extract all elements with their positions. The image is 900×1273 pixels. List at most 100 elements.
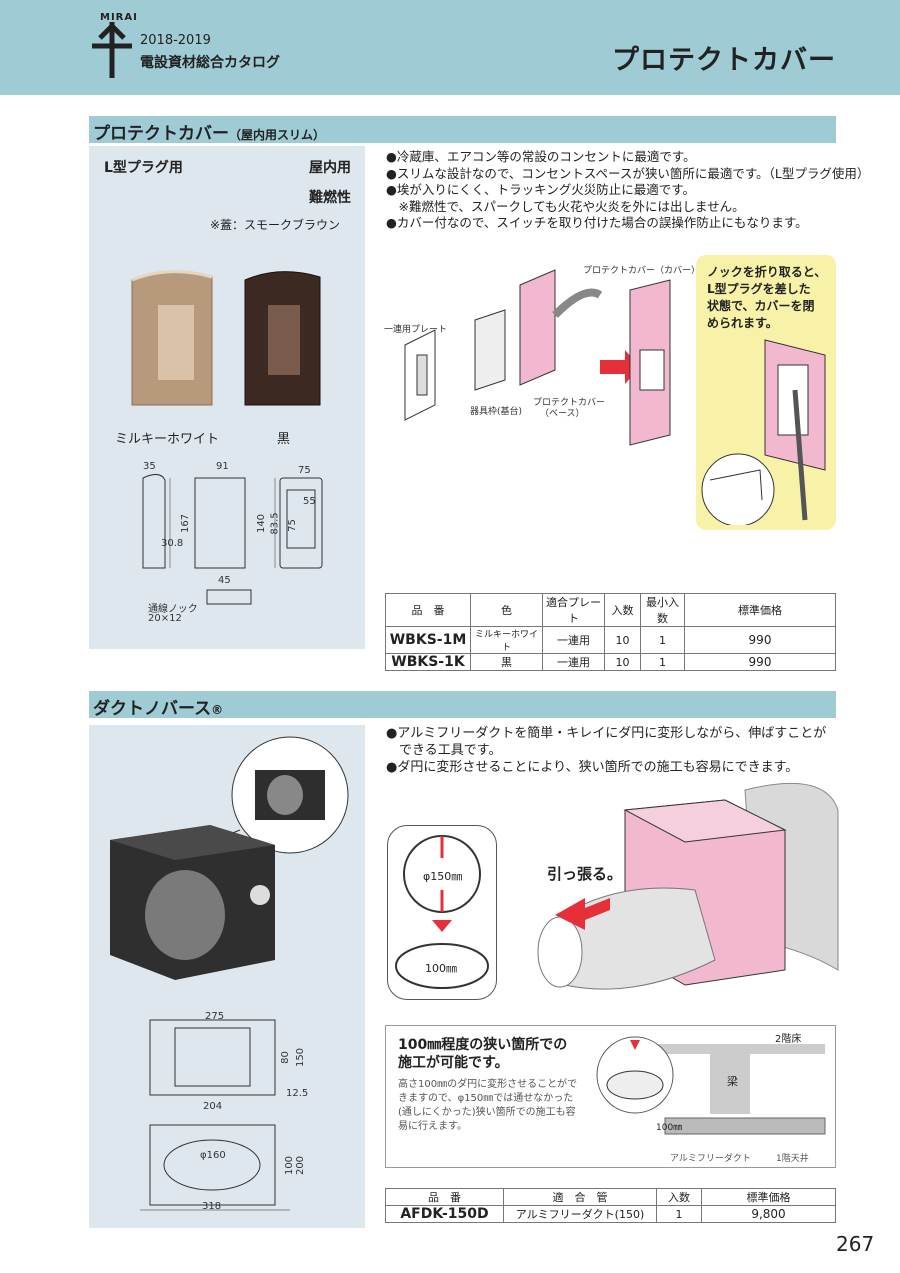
black-cover-image [244, 271, 321, 406]
section1-bullets: ●冷蔵庫、エアコン等の常設のコンセントに最適です。 ●スリムな設計なので、コンセ… [386, 149, 869, 232]
bullet: ※難燃性で、スパークしても火花や火炎を外には出しません。 [386, 198, 745, 214]
page-title: プロテクトカバー [612, 45, 836, 76]
th-qty: 入数 [656, 1188, 702, 1206]
narrow-text-line: (通しにくかった)狭い箇所での施工も容 [398, 1107, 576, 1118]
dim-91: 91 [216, 461, 229, 472]
label-ceiling1: 1階天井 [776, 1154, 809, 1164]
cell-price: 9,800 [701, 1205, 836, 1223]
cell-code: AFDK-150D [385, 1205, 504, 1223]
assembly-diagram [404, 269, 671, 446]
th-min-qty: 最小入数 [640, 593, 685, 627]
bullet: ●スリムな設計なので、コンセントスペースが狭い箇所に最適です。（L型プラグ使用） [386, 165, 870, 181]
dim-200: 200 [295, 1155, 307, 1176]
cell-price: 990 [684, 626, 836, 654]
knock-label: 通線ノック [148, 604, 198, 615]
note-line: L型プラグを差した [707, 282, 811, 296]
narrow-space-diagram [596, 1036, 826, 1135]
cell-pipe: アルミフリーダクト(150) [503, 1205, 657, 1223]
narrow-title-line: 施工が可能です。 [398, 1055, 509, 1071]
duct-nobus-product-image [110, 736, 349, 980]
product-photos [131, 270, 321, 406]
lid-note: ※蓋：スモークブラウン [210, 218, 341, 232]
dim-167: 167 [180, 513, 192, 534]
dim-12-5: 12.5 [286, 1088, 309, 1099]
section2-dimension-drawings [140, 1019, 290, 1211]
cell-qty: 10 [604, 653, 641, 671]
narrow-space-title: 100㎜程度の狭い箇所での 施工が可能です。 [398, 1036, 567, 1072]
th-price: 標準価格 [701, 1188, 836, 1206]
cell-qty: 10 [604, 626, 641, 654]
usage: 屋内用 [309, 160, 351, 176]
duct-pull-illustration [537, 782, 839, 990]
catalog-year: 2018-2019 [140, 33, 211, 48]
cell-code: WBKS-1K [385, 653, 471, 671]
narrow-space-text: 高さ100㎜のダ円に変形させることがで きますので、φ150㎜では通せなかった … [398, 1078, 577, 1134]
dim-140: 140 [256, 513, 268, 534]
table-row: WBKS-1M ミルキーホワイト 一連用 10 1 990 [385, 626, 836, 654]
th-plate: 適合プレート [542, 593, 605, 627]
mirai-logo-icon [92, 22, 132, 78]
dim-75: 75 [298, 465, 311, 476]
label-floor2: 2階床 [775, 1034, 802, 1045]
section1-spec-table: 品 番 色 適合プレート 入数 最小入数 標準価格 WBKS-1M ミルキーホワ… [385, 593, 836, 671]
cell-price: 990 [684, 653, 836, 671]
section1-title-bar: プロテクトカバー（屋内用スリム） [89, 116, 836, 144]
th-price: 標準価格 [684, 593, 836, 627]
bullet: ●冷蔵庫、エアコン等の常設のコンセントに最適です。 [386, 149, 696, 164]
color2-label: 黒 [277, 432, 291, 447]
knock-detail-image [701, 339, 826, 525]
cell-color: 黒 [470, 653, 543, 671]
th-qty: 入数 [604, 593, 641, 627]
dim-150: 150 [295, 1047, 307, 1068]
cell-min-qty: 1 [640, 653, 685, 671]
table-row: WBKS-1K 黒 一連用 10 1 990 [385, 653, 836, 671]
note-line: ノックを折り取ると、 [707, 265, 827, 279]
narrow-text-line: 易に行えます。 [398, 1121, 467, 1132]
cell-min-qty: 1 [640, 626, 685, 654]
dim-35: 35 [143, 461, 156, 472]
label-base2: （ベース） [540, 409, 585, 419]
dim-204: 204 [203, 1101, 223, 1112]
section1-dimension-drawings [142, 474, 323, 605]
knock-size: 20×12 [148, 613, 182, 624]
th-code: 品 番 [385, 1188, 504, 1206]
th-code: 品 番 [385, 593, 471, 627]
narrow-title-line: 100㎜程度の狭い箇所での [398, 1037, 568, 1053]
label-frame: 器具枠(基台) [470, 407, 523, 417]
label-cover: プロテクトカバー（カバー） [583, 266, 701, 276]
label-base: プロテクトカバー [533, 398, 606, 408]
milky-white-cover-image [131, 270, 213, 406]
label-beam: 梁 [727, 1075, 738, 1088]
dim-83-5: 83.5 [269, 512, 281, 535]
circle-label: φ150㎜ [423, 870, 463, 883]
page-header [0, 0, 900, 95]
dim-75b: 75 [286, 519, 298, 532]
section2-spec-table: 品 番 適 合 管 入数 標準価格 AFDK-150D アルミフリーダクト(15… [385, 1188, 836, 1223]
note-line: められます。 [707, 316, 778, 330]
section1-subtitle: （屋内用スリム） [229, 128, 326, 142]
catalog-name: 電設資材総合カタログ [140, 55, 280, 71]
section2-bullets: ●アルミフリーダクトを簡単・キレイにダ円に変形しながら、伸ばすことが できる工具… [386, 725, 826, 776]
th-pipe: 適 合 管 [503, 1188, 657, 1206]
bullet: ●埃が入りにくく、トラッキング火災防止に最適です。 [386, 182, 696, 197]
label-duct: アルミフリーダクト [670, 1154, 751, 1164]
narrow-text-line: きますので、φ150㎜では通せなかった [398, 1093, 574, 1104]
dim-55: 55 [303, 496, 316, 507]
dim-318: 318 [202, 1201, 222, 1212]
flammability: 難燃性 [309, 190, 351, 206]
knock-note-text: ノックを折り取ると、 L型プラグを差した 状態で、カバーを閉 められます。 [707, 264, 826, 332]
narrow-text-line: 高さ100㎜のダ円に変形させることがで [398, 1079, 578, 1090]
table-row: AFDK-150D アルミフリーダクト(150) 1 9,800 [385, 1205, 836, 1223]
dim-100: 100 [284, 1155, 296, 1176]
dim-phi160: φ160 [200, 1150, 226, 1161]
cell-qty: 1 [656, 1205, 702, 1223]
label-h100: 100㎜ [656, 1123, 683, 1133]
cell-color: ミルキーホワイト [470, 626, 543, 654]
cell-plate: 一連用 [542, 653, 605, 671]
label-plate: 一連用プレート [384, 325, 448, 335]
bullet: できる工具です。 [386, 743, 502, 758]
section2-title-bar: ダクトノバース® [89, 691, 836, 719]
section1-title: プロテクトカバー [93, 124, 229, 144]
dim-275: 275 [205, 1011, 225, 1022]
registered-mark: ® [211, 703, 224, 717]
